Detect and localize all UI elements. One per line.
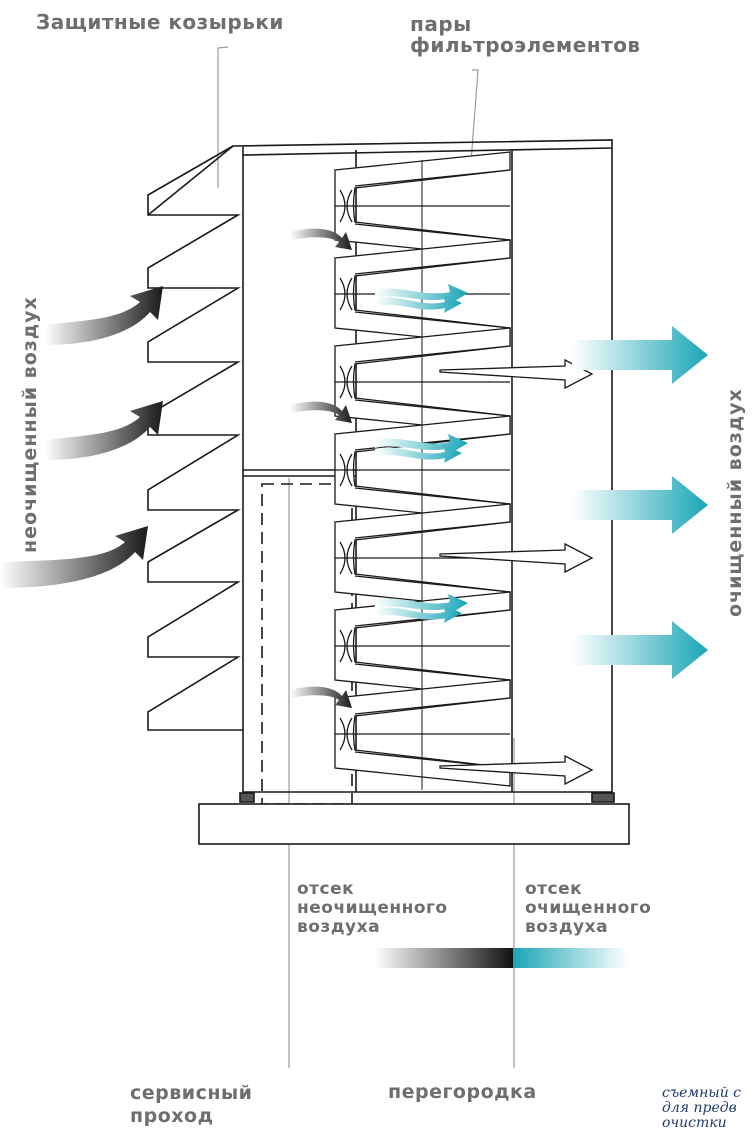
clean-air-arrows: [572, 326, 708, 679]
clean-compartment-line1: отсек: [525, 879, 583, 899]
note-line3: очистки: [662, 1115, 727, 1131]
leader-lines: [217, 46, 515, 1068]
hoods-label-text: Защитные козырьки: [36, 10, 284, 34]
unclean-gradient-bar: [375, 948, 513, 968]
hoods-label: Защитные козырьки: [36, 12, 284, 33]
dirty-compartment-line1: отсек: [297, 879, 355, 899]
protective-hoods: [147, 145, 243, 731]
service-passage-label: сервисный проход: [130, 1082, 252, 1128]
clean-compartment-line2: очищенного: [525, 898, 652, 918]
clean-gradient-bar: [513, 948, 628, 968]
inner-dark-arrows: [290, 228, 352, 708]
unclean-air-label: неочищенный воздух: [19, 296, 41, 553]
filter-pairs-label: пары фильтроэлементов: [410, 14, 641, 56]
base: [198, 792, 630, 845]
teal-flow-arrows: [375, 284, 468, 623]
clean-compartment-label: отсек очищенного воздуха: [525, 880, 651, 937]
clean-compartment-line3: воздуха: [525, 917, 609, 937]
dirty-compartment-label: отсек неочищенного воздуха: [297, 880, 448, 937]
partition-label: перегородка: [388, 1082, 537, 1103]
note-line2: для предв: [662, 1100, 737, 1116]
clean-air-text: очищенный воздух: [724, 388, 746, 617]
dirty-compartment-line3: воздуха: [297, 917, 381, 937]
outline-arrows: [439, 358, 594, 786]
clean-air-label: очищенный воздух: [724, 388, 746, 617]
dirty-compartment-line2: неочищенного: [297, 898, 448, 918]
unclean-air-text: неочищенный воздух: [19, 296, 41, 553]
service-passage-line1: сервисный: [130, 1082, 253, 1104]
filter-elements: [334, 151, 511, 790]
filter-pairs-line2: фильтроэлементов: [410, 33, 641, 57]
service-passage-line2: проход: [130, 1105, 214, 1127]
partition-text: перегородка: [388, 1081, 537, 1103]
note-line1: съемный с: [662, 1085, 741, 1101]
cabinet: [147, 139, 613, 793]
removable-prefilter-note: съемный с для предв очистки: [662, 1086, 741, 1131]
filter-pairs-line1: пары: [410, 12, 472, 36]
unclean-air-arrows: [0, 286, 163, 588]
